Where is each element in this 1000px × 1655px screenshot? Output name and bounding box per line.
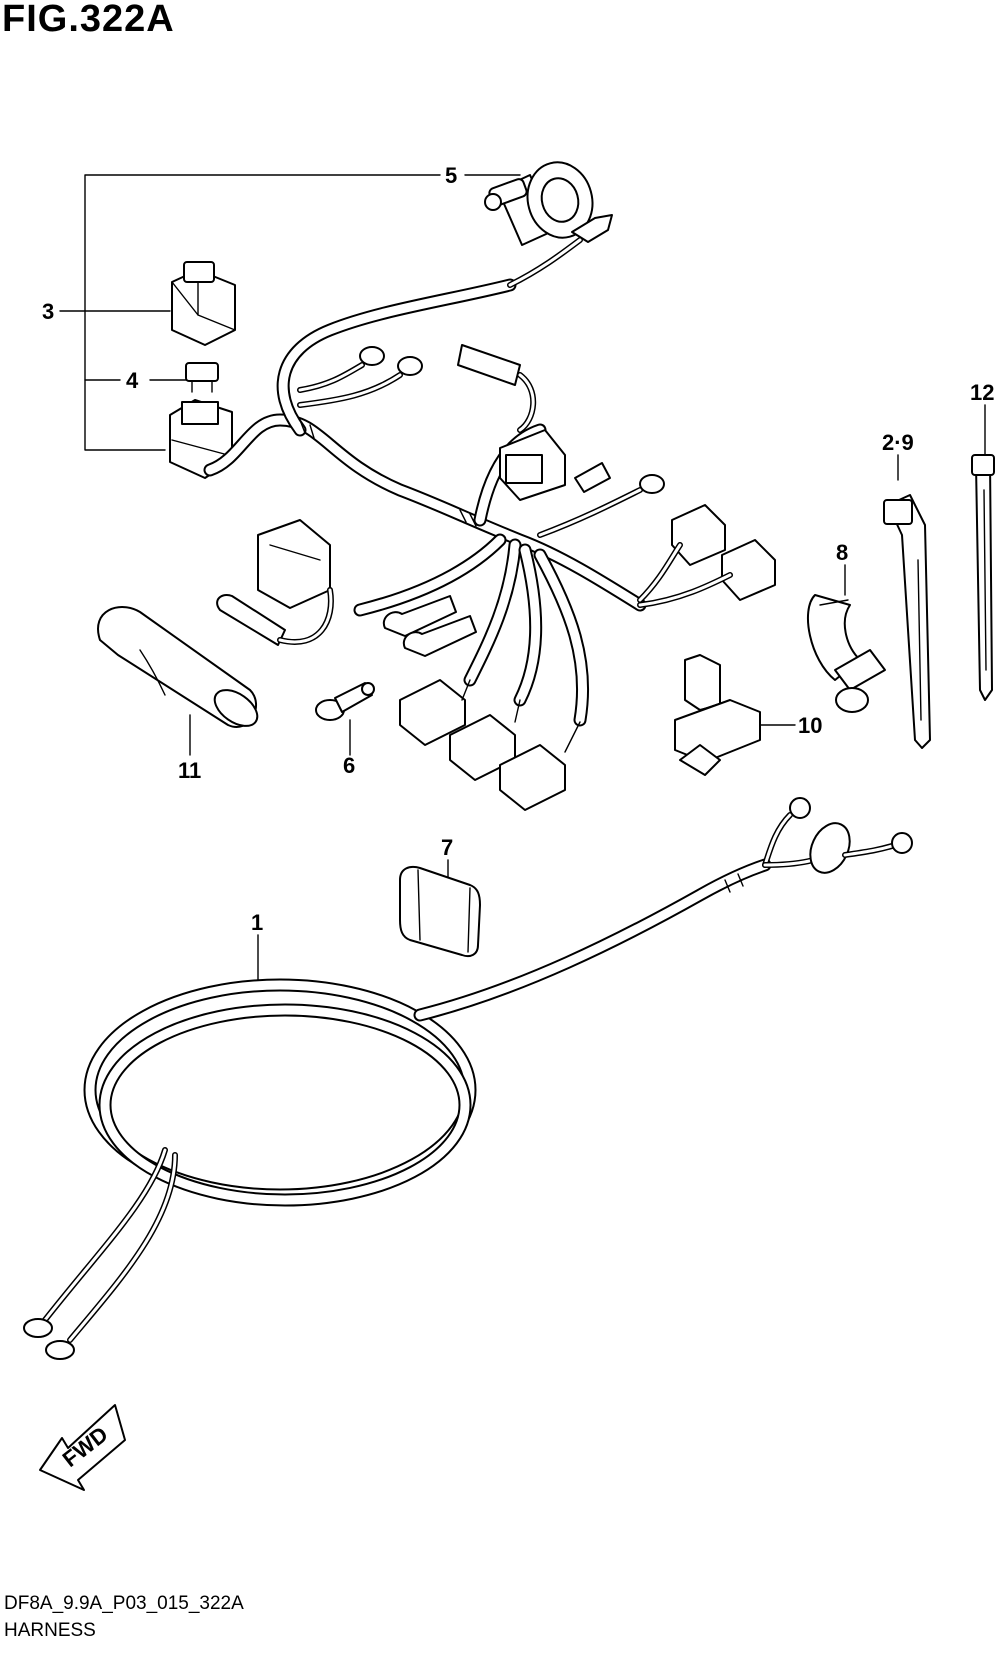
tube-part-11: [97, 606, 259, 728]
callout-5: 5: [445, 163, 457, 188]
drawing-name: HARNESS: [4, 1620, 96, 1641]
cap-part-7: [399, 865, 481, 958]
callout-3: 3: [42, 299, 54, 324]
callout-6: 6: [343, 753, 355, 778]
callout-4: 4: [126, 368, 139, 393]
callout-11: 11: [178, 758, 201, 783]
relay-part-3: [171, 261, 236, 346]
clip-pin-part-6: [315, 682, 375, 721]
fwd-arrow-icon: FWD: [39, 1404, 126, 1491]
figure-title: FIG.322A: [2, 0, 175, 40]
callout-10: 10: [798, 713, 822, 738]
callout-8: 8: [836, 540, 848, 565]
harness-leads: [297, 214, 665, 538]
harness-connectors: [216, 429, 776, 811]
callout-1: 1: [251, 910, 263, 935]
callout-12: 12: [970, 380, 994, 405]
cable-tie-part-2-9: [883, 494, 931, 749]
callout-numbers: 5 3 4 12 2·9 8 10 11 6 7 1: [42, 163, 994, 935]
leader-lines: [59, 174, 986, 981]
fuse-part-4: [185, 362, 219, 393]
clamp-part-8: [807, 594, 886, 713]
callout-7: 7: [441, 835, 453, 860]
grommet-part-5: [484, 161, 594, 246]
drawing-code: DF8A_9.9A_P03_015_322A: [4, 1593, 244, 1614]
clamp-part-10: [674, 654, 761, 776]
cable-tie-part-12: [971, 454, 995, 701]
harness-part-1: [23, 797, 913, 1360]
callout-2-9: 2·9: [882, 430, 914, 455]
